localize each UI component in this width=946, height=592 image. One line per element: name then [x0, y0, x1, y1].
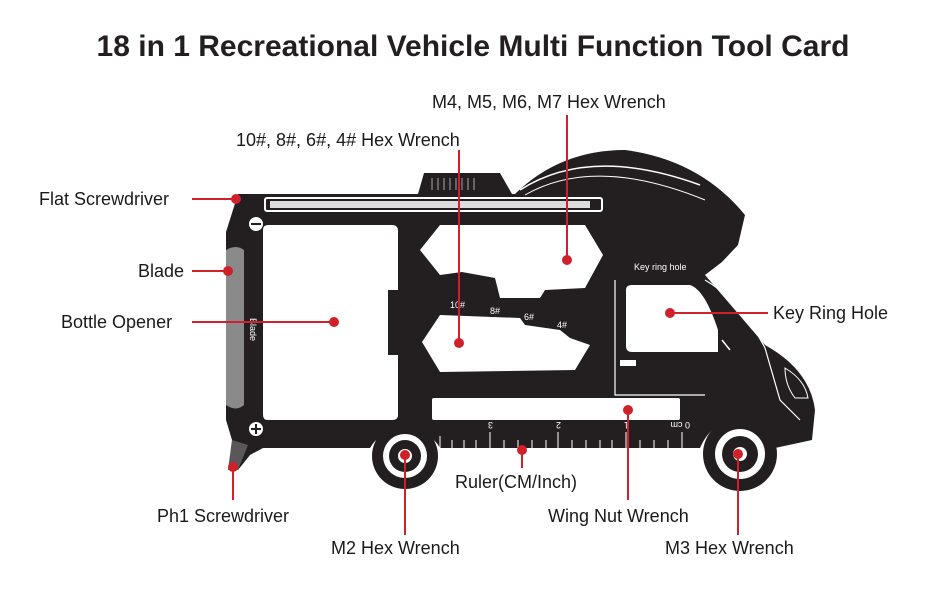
- ruler-0: 0 cm: [670, 420, 690, 430]
- m4-m7-hex-cutout: [420, 225, 603, 298]
- hex-10-4-cutout: [422, 315, 590, 372]
- ruler-1: 1: [624, 420, 629, 430]
- label-wing-nut-wrench: Wing Nut Wrench: [548, 506, 689, 526]
- label-m2-hex-wrench: M2 Hex Wrench: [331, 538, 460, 558]
- tool-card: 10# 8# 6# 4# Blade Key ring hole: [226, 150, 815, 470]
- label-key-ring-hole: Key Ring Hole: [773, 303, 888, 323]
- key-ring-window: [626, 285, 718, 352]
- label-m3-hex-wrench: M3 Hex Wrench: [665, 538, 794, 558]
- size-10-label: 10#: [450, 300, 465, 310]
- blade-strip: [226, 247, 244, 409]
- label-flat-screwdriver: Flat Screwdriver: [39, 189, 169, 209]
- label-blade: Blade: [138, 261, 184, 281]
- roof-vent: [418, 173, 512, 194]
- callout-dots: [223, 194, 743, 472]
- key-ring-card-text: Key ring hole: [634, 262, 687, 272]
- page-title: 18 in 1 Recreational Vehicle Multi Funct…: [96, 30, 850, 63]
- ruler-3: 3: [488, 420, 493, 430]
- flat-screwdriver-slot: [264, 197, 603, 212]
- blade-card-text: Blade: [248, 318, 258, 341]
- label-m4-m7-hex-wrench: M4, M5, M6, M7 Hex Wrench: [432, 92, 666, 112]
- ruler-2: 2: [556, 420, 561, 430]
- wing-nut-slot: [432, 398, 680, 420]
- label-10-4-hex-wrench: 10#, 8#, 6#, 4# Hex Wrench: [236, 130, 460, 150]
- size-6-label: 6#: [524, 312, 534, 322]
- label-bottle-opener: Bottle Opener: [61, 312, 172, 332]
- size-8-label: 8#: [490, 306, 500, 316]
- callout-lines: [192, 115, 768, 535]
- label-ruler: Ruler(CM/Inch): [455, 472, 577, 492]
- ruler-ticks: [439, 432, 683, 448]
- label-ph1-screwdriver: Ph1 Screwdriver: [157, 506, 289, 526]
- size-4-label: 4#: [557, 320, 567, 330]
